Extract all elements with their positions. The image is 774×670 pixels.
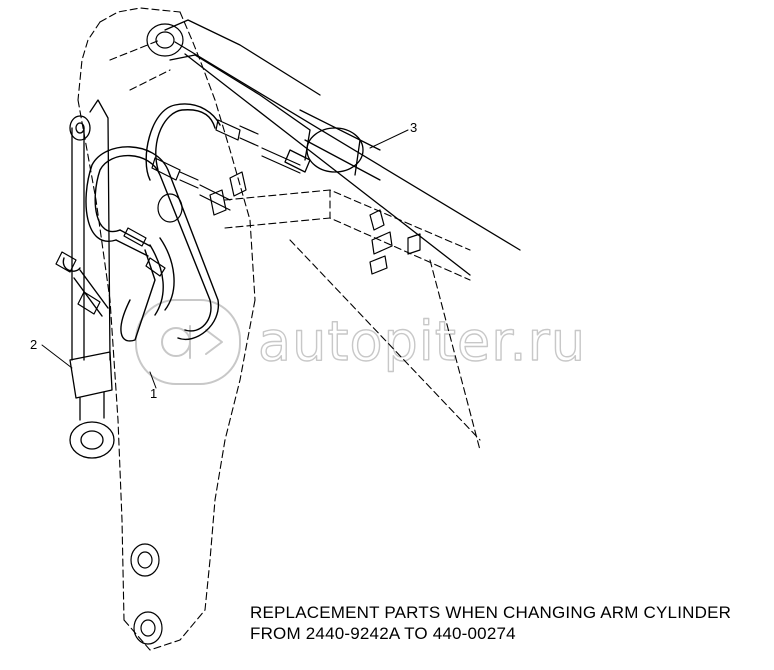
caption-line-1: REPLACEMENT PARTS WHEN CHANGING ARM CYLI… [250, 603, 732, 622]
boom-outline [77, 7, 481, 651]
watermark-text: autopiter.ru [258, 310, 586, 373]
bucket-cylinder [69, 99, 115, 459]
callout-2-label: 2 [30, 337, 37, 352]
caption-line-2: FROM 2440-9242A TO 440-00274 [250, 624, 516, 643]
watermark: autopiter.ru [135, 299, 586, 385]
boom-pin-bosses [130, 23, 184, 645]
hose-fittings [55, 119, 301, 315]
watermark-logo-icon [135, 299, 241, 385]
hydraulic-hoses [62, 103, 221, 342]
callout-1: 1 [149, 371, 157, 401]
diagram-caption: REPLACEMENT PARTS WHEN CHANGING ARM CYLI… [250, 602, 731, 644]
arm-cylinder [164, 19, 521, 276]
callout-1-label: 1 [150, 386, 157, 401]
callout-2: 2 [30, 337, 73, 369]
callout-3-label: 3 [410, 120, 417, 135]
callout-3: 3 [369, 120, 417, 149]
hose-clamps [209, 171, 421, 275]
